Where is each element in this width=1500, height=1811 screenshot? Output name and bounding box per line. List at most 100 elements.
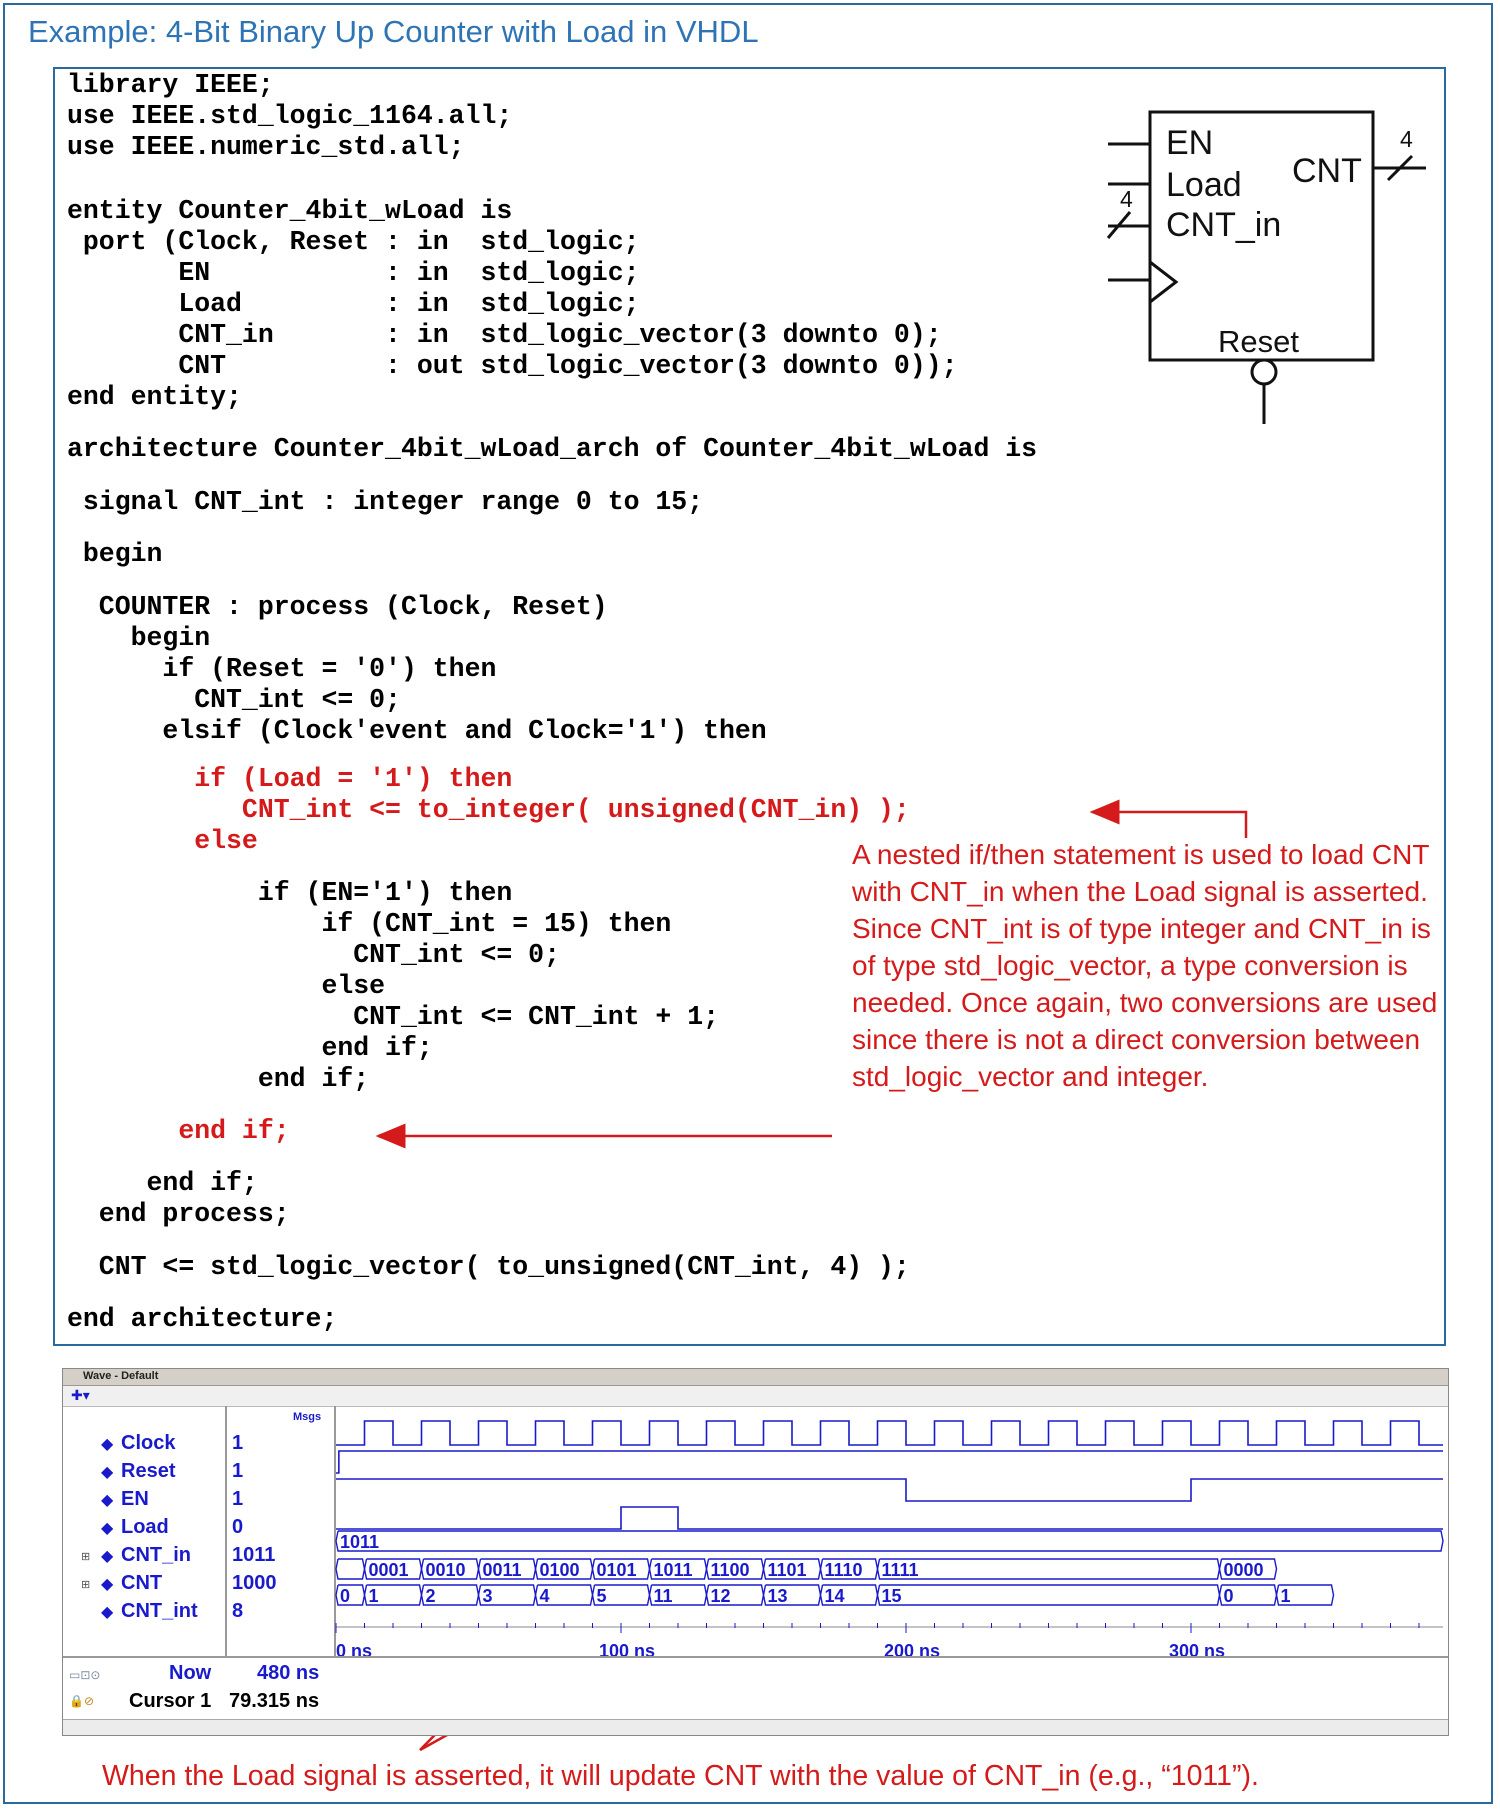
cnt-bus-segment bbox=[534, 1558, 594, 1580]
cnt-bus-segment bbox=[762, 1558, 822, 1580]
signal-value-reset: 1 bbox=[232, 1460, 244, 1482]
cnt-bus-label: 1011 bbox=[654, 1560, 693, 1580]
cnt-int-bus-label: 12 bbox=[711, 1586, 731, 1606]
signal-value-cnt: 1000 bbox=[232, 1572, 277, 1594]
cnt-bus-segment bbox=[477, 1558, 537, 1580]
cnt-int-bus-label: 13 bbox=[768, 1586, 788, 1606]
cnt-int-bus-segment bbox=[335, 1584, 366, 1606]
cnt-int-bus-segment bbox=[534, 1584, 594, 1606]
expand-icon[interactable]: ⊞ bbox=[81, 1551, 91, 1563]
code-signal-line: signal CNT_int : integer range 0 to 15; bbox=[67, 487, 704, 517]
cnt-bus-label: 0011 bbox=[483, 1560, 522, 1580]
cnt-bus-segment bbox=[819, 1558, 879, 1580]
cnt-int-bus-label: 0 bbox=[340, 1586, 350, 1606]
block-input-load: Load bbox=[1166, 166, 1242, 204]
en-wave bbox=[336, 1478, 1443, 1502]
cnt-in-bus-segment bbox=[335, 1530, 1444, 1552]
now-label: Now bbox=[169, 1662, 212, 1684]
code-end-if-red: end if; bbox=[67, 1116, 290, 1146]
block-output-cnt: CNT bbox=[1292, 152, 1362, 190]
cursor-value: 79.315 ns bbox=[229, 1690, 320, 1712]
cursor-label: Cursor 1 bbox=[129, 1690, 212, 1712]
cnt-int-bus-segment bbox=[363, 1584, 423, 1606]
cnt-bus-segment bbox=[705, 1558, 765, 1580]
load-annotation-text: A nested if/then statement is used to lo… bbox=[852, 839, 1438, 1092]
signal-names-pane: ◆ Clock ◆ Reset ◆ EN ◆ Load ⊞ ◆ CNT_in ⊞… bbox=[63, 1406, 227, 1656]
cnt-int-bus-label: 3 bbox=[483, 1586, 493, 1606]
cursor-lock-icon[interactable]: 🔒⊘ bbox=[69, 1694, 94, 1708]
cnt-int-bus-label: 14 bbox=[825, 1586, 845, 1606]
wave-window-title: Wave - Default bbox=[83, 1370, 159, 1382]
block-bus-width-in: 4 bbox=[1120, 186, 1133, 212]
clock-wave bbox=[336, 1420, 1443, 1446]
signal-icon: ◆ bbox=[101, 1492, 114, 1509]
code-panel bbox=[53, 67, 1446, 1346]
block-input-en: EN bbox=[1166, 124, 1214, 162]
msgs-header: Msgs bbox=[293, 1411, 322, 1423]
cnt-int-bus-label: 4 bbox=[540, 1586, 550, 1606]
cnt-int-bus-label: 15 bbox=[882, 1586, 902, 1606]
now-icon: ▭⊡⊙ bbox=[69, 1668, 101, 1682]
cnt-int-bus-segment bbox=[477, 1584, 537, 1606]
signal-icon: ◆ bbox=[101, 1576, 114, 1593]
signal-icon: ◆ bbox=[101, 1520, 114, 1537]
cnt-int-bus-label: 1 bbox=[1281, 1586, 1291, 1606]
signal-icon: ◆ bbox=[101, 1604, 114, 1621]
cnt-int-bus-label: 2 bbox=[426, 1586, 436, 1606]
code-end-architecture: end architecture; bbox=[67, 1304, 338, 1334]
cnt-int-bus-label: 11 bbox=[654, 1586, 673, 1606]
cnt-int-bus-segment bbox=[762, 1584, 822, 1606]
signal-name-cnt-in[interactable]: CNT_in bbox=[121, 1544, 191, 1566]
cnt-bus-label: 1100 bbox=[711, 1560, 750, 1580]
cnt-int-bus-segment bbox=[819, 1584, 879, 1606]
cnt-bus-label: 1111 bbox=[882, 1560, 919, 1580]
signal-value-cnt-in: 1011 bbox=[232, 1544, 276, 1566]
cnt-bus-label: 0100 bbox=[540, 1560, 580, 1580]
horizontal-scrollbar[interactable] bbox=[63, 1719, 1448, 1735]
cnt-int-bus-label: 1 bbox=[369, 1586, 379, 1606]
signal-name-clock[interactable]: Clock bbox=[121, 1432, 176, 1454]
signal-name-cnt-int[interactable]: CNT_int bbox=[121, 1600, 198, 1622]
code-library-block: library IEEE; use IEEE.std_logic_1164.al… bbox=[67, 70, 513, 162]
code-cnt-assign-line: CNT <= std_logic_vector( to_unsigned(CNT… bbox=[67, 1252, 910, 1282]
bottom-note: When the Load signal is asserted, it wil… bbox=[102, 1760, 1259, 1792]
cnt-int-bus-label: 5 bbox=[597, 1586, 607, 1606]
cnt-bus-segment bbox=[335, 1558, 366, 1580]
block-input-cnt-in: CNT_in bbox=[1166, 206, 1282, 244]
load-wave bbox=[336, 1506, 1443, 1530]
cnt-in-bus-label: 1011 bbox=[340, 1532, 379, 1552]
reset-wave bbox=[336, 1450, 1443, 1474]
code-begin-line: begin bbox=[67, 539, 163, 569]
wave-titlebar: Wave - Default bbox=[63, 1369, 1448, 1386]
page-frame bbox=[3, 3, 1493, 1804]
wave-status-area: ▭⊡⊙ Now 480 ns 🔒⊘ Cursor 1 79.315 ns bbox=[63, 1656, 1448, 1721]
block-bus-width-out: 4 bbox=[1400, 126, 1413, 152]
wave-toolbar: ✚▾ bbox=[63, 1386, 1448, 1407]
expand-icon[interactable]: ⊞ bbox=[81, 1579, 91, 1591]
cnt-bus-segment bbox=[1218, 1558, 1278, 1580]
cnt-bus-label: 1110 bbox=[825, 1560, 863, 1580]
block-reset-label: Reset bbox=[1218, 324, 1299, 359]
code-architecture-line: architecture Counter_4bit_wLoad_arch of … bbox=[67, 434, 1038, 464]
cnt-int-bus-segment bbox=[591, 1584, 651, 1606]
cnt-int-bus-label: 0 bbox=[1224, 1586, 1234, 1606]
signal-name-load[interactable]: Load bbox=[121, 1516, 169, 1538]
signal-value-clock: 1 bbox=[232, 1432, 244, 1454]
signal-value-load: 0 bbox=[232, 1516, 244, 1538]
cnt-bus-label: 0000 bbox=[1224, 1560, 1264, 1580]
signal-name-cnt[interactable]: CNT bbox=[121, 1572, 163, 1594]
signal-values-pane: 1 1 1 0 1011 1000 8 bbox=[228, 1406, 336, 1656]
cnt-bus-segment bbox=[363, 1558, 423, 1580]
cnt-bus-label: 1101 bbox=[768, 1560, 807, 1580]
signal-name-reset[interactable]: Reset bbox=[121, 1460, 176, 1482]
cnt-bus-segment bbox=[420, 1558, 480, 1580]
now-value: 480 ns bbox=[257, 1662, 320, 1684]
wave-tool-icon[interactable]: ✚▾ bbox=[71, 1387, 90, 1403]
signal-name-en[interactable]: EN bbox=[121, 1488, 149, 1510]
cnt-bus-label: 0010 bbox=[426, 1560, 466, 1580]
code-end-process-block: end if; end process; bbox=[98, 1168, 290, 1229]
code-process-block: COUNTER : process (Clock, Reset) begin i… bbox=[98, 592, 767, 746]
cnt-int-bus-segment bbox=[705, 1584, 765, 1606]
